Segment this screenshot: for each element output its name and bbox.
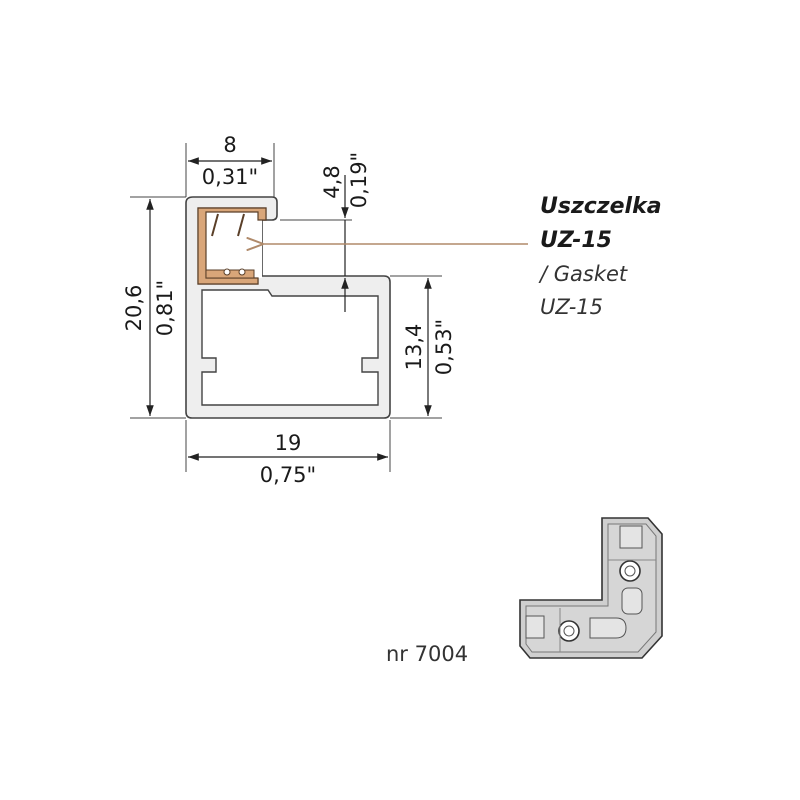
slot-depth-mm: 4,8	[320, 165, 344, 198]
corner-connector	[519, 517, 663, 659]
gasket-name-en: / Gasket	[538, 262, 628, 286]
height-mm: 20,6	[122, 285, 146, 332]
height-in: 0,81"	[153, 280, 177, 336]
width-in: 0,75"	[260, 463, 316, 487]
dimension-labels: 8 0,31" 4,8 0,19" 20,6 0,81" 13,4 0,53" …	[122, 133, 456, 487]
extension-lines	[130, 143, 442, 472]
gasket-callout: Uszczelka UZ-15 / Gasket UZ-15	[262, 194, 662, 319]
width-mm: 19	[275, 431, 302, 455]
lower-height-in: 0,53"	[432, 319, 456, 375]
gasket-code-en: UZ-15	[540, 295, 603, 319]
top-width-in: 0,31"	[202, 165, 258, 189]
lower-height-mm: 13,4	[402, 324, 426, 371]
slot-depth-in: 0,19"	[347, 152, 371, 208]
top-width-mm: 8	[223, 133, 236, 157]
product-number: nr 7004	[386, 642, 468, 666]
gasket-code-pl: UZ-15	[540, 228, 612, 253]
gasket-insert	[197, 207, 267, 285]
gasket-name-pl: Uszczelka	[540, 194, 662, 219]
dimension-lines	[146, 157, 432, 461]
